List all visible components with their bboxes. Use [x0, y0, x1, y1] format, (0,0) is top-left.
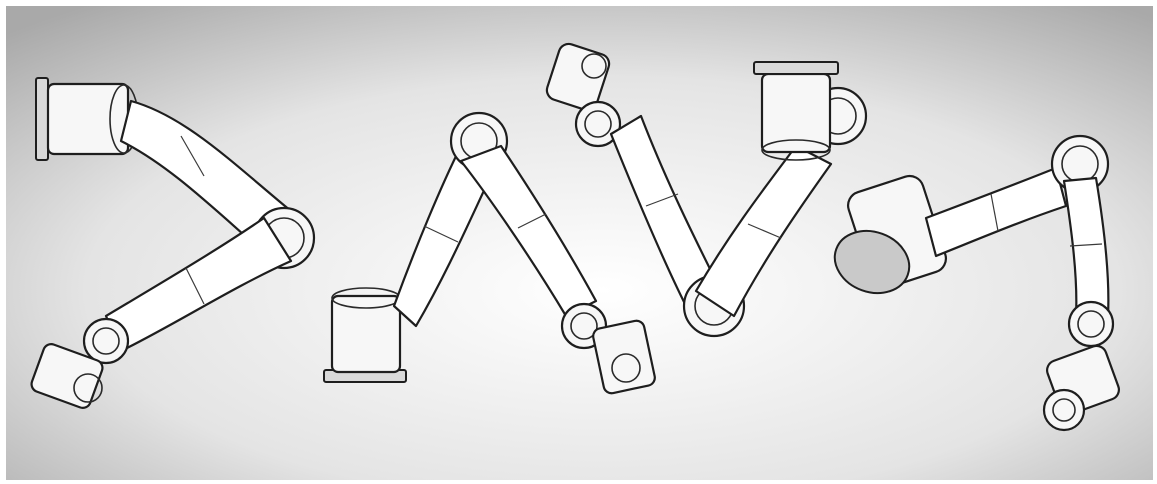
robot-arm-1: [30, 77, 316, 409]
wrist-joint-2: [30, 343, 104, 409]
base-flange: [753, 61, 839, 75]
robot-arms-scene: [6, 6, 1153, 480]
wrist-joint-1: [574, 100, 622, 148]
image-frame: [6, 6, 1153, 480]
wrist-joint-2: [592, 319, 656, 395]
wrist-joint-1: [1067, 300, 1115, 348]
wrist-joint-1: [82, 317, 130, 365]
robot-arm-3: [545, 42, 868, 338]
base-flange: [35, 77, 49, 161]
base-housing: [46, 82, 130, 156]
tool-flange: [1042, 388, 1086, 432]
robot-arm-2: [323, 111, 656, 395]
robot-arm-4: [833, 134, 1120, 432]
base-housing: [330, 294, 402, 374]
wrist-joint-2: [545, 42, 611, 112]
forearm-link: [459, 144, 598, 318]
upper-link: [924, 166, 1068, 258]
tool-disc: [833, 229, 911, 295]
